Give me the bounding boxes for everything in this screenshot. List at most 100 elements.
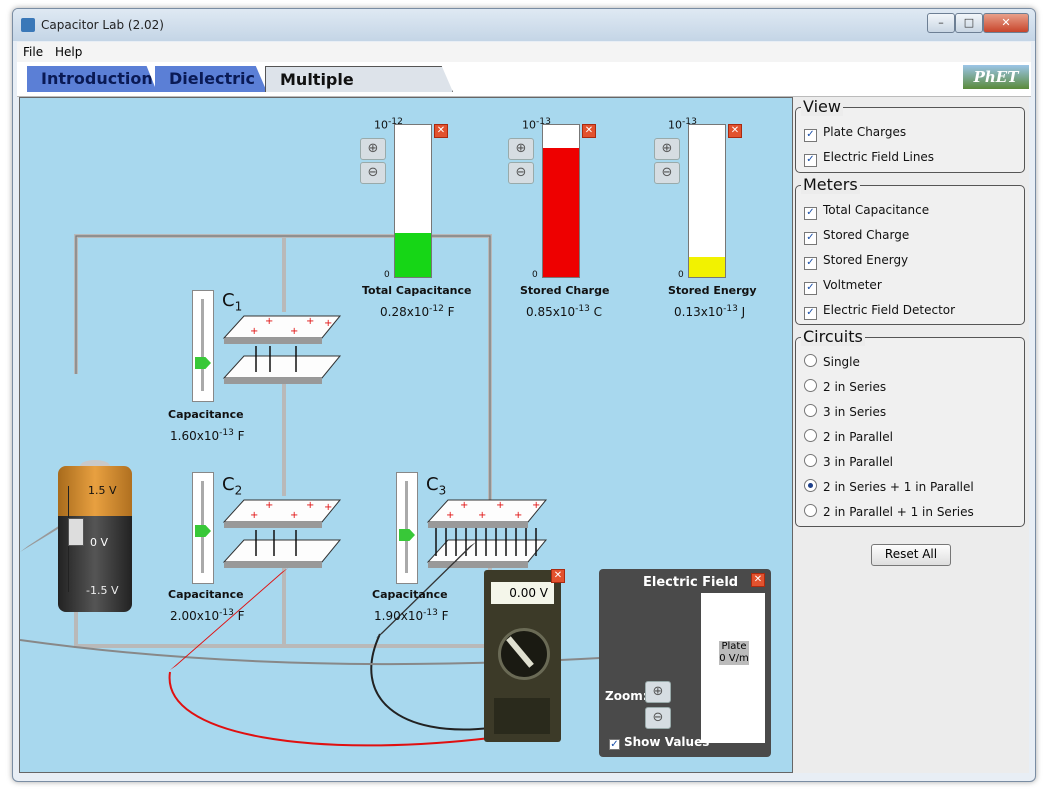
circuit-2-parallel-radio-icon[interactable] xyxy=(804,429,817,442)
circuit-2-series-1-parallel-radio[interactable]: 2 in Series + 1 in Parallel xyxy=(804,479,974,495)
menu-file[interactable]: File xyxy=(23,45,44,59)
black-probe[interactable] xyxy=(376,542,476,638)
circuit-2-series-radio[interactable]: 2 in Series xyxy=(804,379,886,395)
battery[interactable]: 1.5 V 0 V -1.5 V xyxy=(58,460,132,612)
circuit-2-parallel-1-series-radio[interactable]: 2 in Parallel + 1 in Series xyxy=(804,504,974,520)
voltmeter[interactable]: 0.00 V xyxy=(484,570,561,742)
electric-field-zoom-in-icon[interactable]: ⊕ xyxy=(645,681,671,703)
circuits-group: Circuits Single 2 in Series 3 in Series … xyxy=(795,327,1025,527)
black-probe-wire xyxy=(370,633,491,731)
c3-capacitance-slider[interactable] xyxy=(396,472,418,584)
c2-top-plate[interactable] xyxy=(222,499,342,523)
circuit-single-radio-icon[interactable] xyxy=(804,354,817,367)
total-capacitance-close-icon[interactable]: ✕ xyxy=(434,124,448,138)
capacitor-c1-plates[interactable] xyxy=(222,315,342,384)
circuit-3-series-radio[interactable]: 3 in Series xyxy=(804,404,886,420)
total-capacitance-zoom-out-icon[interactable]: ⊖ xyxy=(360,162,386,184)
circuit-2-series-1-parallel-radio-icon[interactable] xyxy=(804,479,817,492)
reset-all-button[interactable]: Reset All xyxy=(871,544,951,566)
voltmeter-close-icon[interactable]: ✕ xyxy=(551,569,565,583)
stored-energy-close-icon[interactable]: ✕ xyxy=(728,124,742,138)
c2-bottom-plate[interactable] xyxy=(222,539,342,563)
total-capacitance-check-icon[interactable]: ✓ xyxy=(804,207,817,220)
c2-capacitance-slider[interactable] xyxy=(192,472,214,584)
electric-field-detector-check-icon[interactable]: ✓ xyxy=(804,307,817,320)
c1-top-plate[interactable] xyxy=(222,315,342,339)
svg-text:+: + xyxy=(478,510,486,521)
total-capacitance-value: 0.28x10-12 F xyxy=(380,304,455,319)
c3-bottom-plate-edge xyxy=(428,562,528,568)
stored-energy-exponent: 10-13 xyxy=(668,116,697,132)
c1-bottom-plate[interactable] xyxy=(222,355,342,379)
tab-dielectric[interactable]: Dielectric xyxy=(155,66,267,92)
tab-strip: Introduction Dielectric Multiple Capacit… xyxy=(17,62,1031,97)
minimize-button[interactable]: – xyxy=(927,13,955,33)
c1-label: C1 xyxy=(222,290,243,314)
c1-field-lines xyxy=(255,346,297,372)
stored-energy-checkbox[interactable]: ✓Stored Energy xyxy=(804,252,908,270)
voltmeter-checkbox[interactable]: ✓Voltmeter xyxy=(804,277,882,295)
stored-charge-checkbox[interactable]: ✓Stored Charge xyxy=(804,227,909,245)
view-group-title: View xyxy=(801,97,843,116)
view-group: View ✓Plate Charges ✓Electric Field Line… xyxy=(795,97,1025,173)
maximize-button[interactable]: □ xyxy=(955,13,983,33)
svg-text:+: + xyxy=(306,316,314,327)
simulation-canvas[interactable]: ++ +++ ++ +++ +++ +++ 1.5 xyxy=(19,97,793,773)
svg-text:+: + xyxy=(290,326,298,337)
red-probe[interactable] xyxy=(170,568,288,670)
stored-charge-zoom-out-icon[interactable]: ⊖ xyxy=(508,162,534,184)
total-capacitance-checkbox[interactable]: ✓Total Capacitance xyxy=(804,202,929,220)
show-values-checkbox[interactable]: ✓Show Values xyxy=(609,735,710,750)
circuit-single-radio[interactable]: Single xyxy=(804,354,860,370)
plate-charges-check-icon[interactable]: ✓ xyxy=(804,129,817,142)
electric-field-lines-check-icon[interactable]: ✓ xyxy=(804,154,817,167)
meters-group: Meters ✓Total Capacitance ✓Stored Charge… xyxy=(795,175,1025,325)
stored-energy-check-icon[interactable]: ✓ xyxy=(804,257,817,270)
electric-field-detector-checkbox[interactable]: ✓Electric Field Detector xyxy=(804,302,955,320)
stored-energy-zoom-out-icon[interactable]: ⊖ xyxy=(654,162,680,184)
wire-top-edge xyxy=(75,235,491,508)
battery-label-bottom: -1.5 V xyxy=(86,584,119,597)
c3-top-plate-edge xyxy=(428,522,528,528)
stored-charge-exponent: 10-13 xyxy=(522,116,551,132)
electric-field-zoom-out-icon[interactable]: ⊖ xyxy=(645,707,671,729)
circuit-2-parallel-radio[interactable]: 2 in Parallel xyxy=(804,429,893,445)
c2-capacitance-value: 2.00x10-13 F xyxy=(170,608,245,623)
total-capacitance-zero: 0 xyxy=(384,270,390,280)
circuit-3-parallel-radio-icon[interactable] xyxy=(804,454,817,467)
circuit-3-parallel-radio[interactable]: 3 in Parallel xyxy=(804,454,893,470)
c3-slider-knob[interactable] xyxy=(399,529,415,541)
tab-introduction[interactable]: Introduction xyxy=(27,66,157,92)
circuit-2-series-radio-icon[interactable] xyxy=(804,379,817,392)
circuit-3-series-radio-icon[interactable] xyxy=(804,404,817,417)
capacitor-c2-plates[interactable] xyxy=(222,499,342,568)
phet-logo[interactable]: PhET xyxy=(963,65,1029,89)
control-panel: View ✓Plate Charges ✓Electric Field Line… xyxy=(793,97,1029,773)
total-capacitance-label: Total Capacitance xyxy=(362,284,472,297)
c1-capacitance-value: 1.60x10-13 F xyxy=(170,428,245,443)
java-app-icon xyxy=(21,18,35,32)
close-button[interactable]: ✕ xyxy=(983,13,1029,33)
total-capacitance-zoom-in-icon[interactable]: ⊕ xyxy=(360,138,386,160)
electric-field-close-icon[interactable]: ✕ xyxy=(751,573,765,587)
svg-text:+: + xyxy=(250,510,258,521)
stored-charge-check-icon[interactable]: ✓ xyxy=(804,232,817,245)
electric-field-lines-checkbox[interactable]: ✓Electric Field Lines xyxy=(804,149,934,167)
circuit-2-parallel-1-series-radio-icon[interactable] xyxy=(804,504,817,517)
tab-multiple-capacitors[interactable]: Multiple Capacitors xyxy=(265,66,453,92)
stored-energy-value: 0.13x10-13 J xyxy=(674,304,746,319)
c3-capacitance-value: 1.90x10-13 F xyxy=(374,608,449,623)
c2-slider-knob[interactable] xyxy=(195,525,211,537)
stored-charge-zoom-in-icon[interactable]: ⊕ xyxy=(508,138,534,160)
stored-energy-zoom-in-icon[interactable]: ⊕ xyxy=(654,138,680,160)
battery-voltage-slider[interactable] xyxy=(68,518,84,546)
voltmeter-check-icon[interactable]: ✓ xyxy=(804,282,817,295)
title-bar[interactable]: Capacitor Lab (2.02) – □ ✕ xyxy=(13,9,1035,41)
c1-slider-knob[interactable] xyxy=(195,357,211,369)
show-values-check-icon[interactable]: ✓ xyxy=(609,739,620,750)
c1-capacitance-slider[interactable] xyxy=(192,290,214,402)
stored-charge-close-icon[interactable]: ✕ xyxy=(582,124,596,138)
menu-help[interactable]: Help xyxy=(55,45,83,59)
plate-charges-checkbox[interactable]: ✓Plate Charges xyxy=(804,124,906,142)
